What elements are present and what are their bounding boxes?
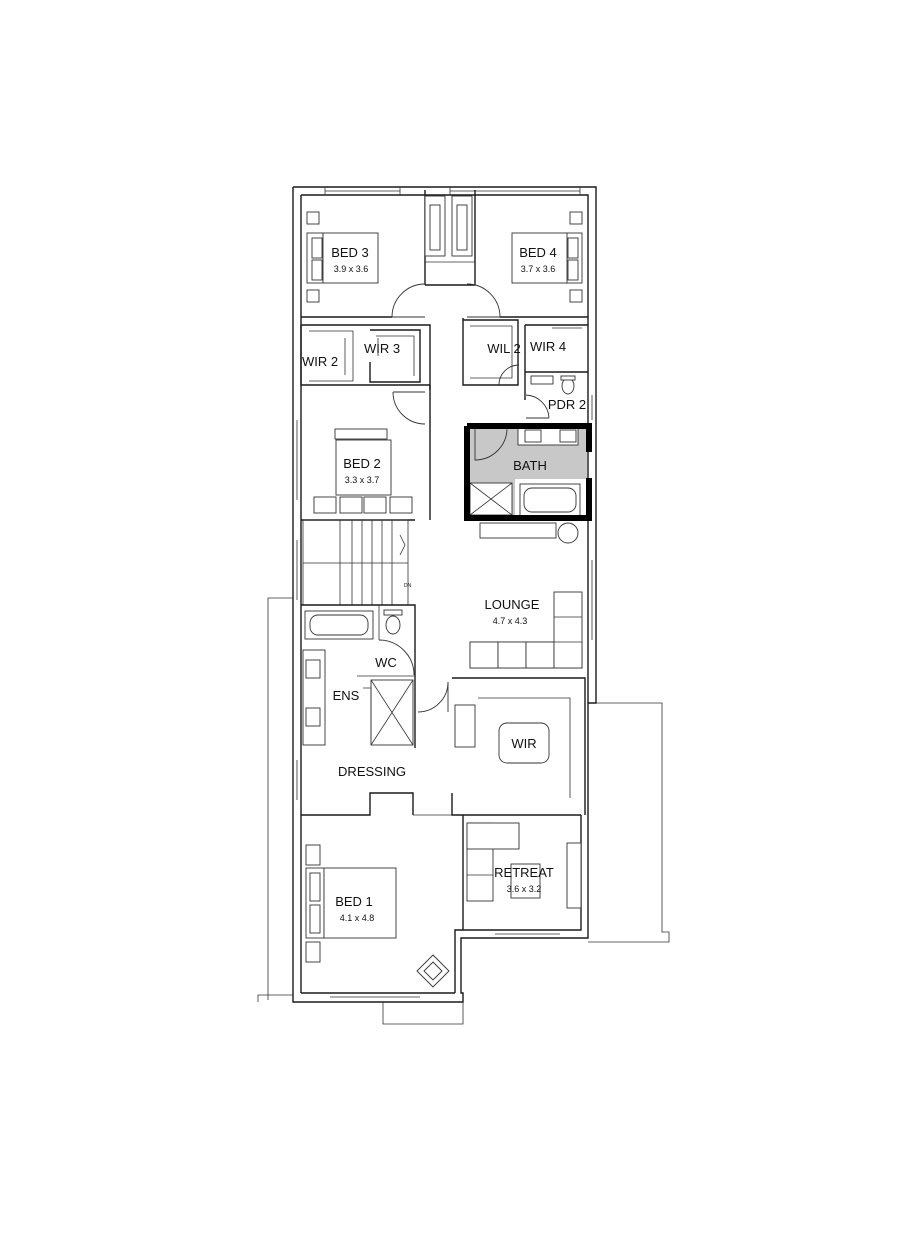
wir4-label: WIR 4: [530, 339, 566, 354]
stair-dn-label: DN: [404, 583, 412, 589]
wir3-label: WIR 3: [364, 341, 400, 356]
bed1-dims: 4.1 x 4.8: [340, 913, 375, 923]
lounge-room: LOUNGE 4.7 x 4.3: [469, 522, 583, 669]
upper-corridor: [391, 261, 501, 318]
bed1-room: BED 1 4.1 x 4.8: [305, 844, 450, 988]
bed4-label: BED 4: [519, 245, 557, 260]
bed3-label: BED 3: [331, 245, 369, 260]
retreat-dims: 3.6 x 3.2: [507, 884, 542, 894]
ens-label: ENS: [333, 688, 360, 703]
wir-label: WIR: [511, 736, 536, 751]
wil2-label: WIL 2: [487, 341, 520, 356]
dressing-area: DRESSING: [301, 764, 452, 816]
bath-label: BATH: [513, 458, 547, 473]
bath-room: BATH: [464, 423, 592, 521]
bed2-room: BED 2 3.3 x 3.7: [301, 385, 431, 521]
lounge-label: LOUNGE: [485, 597, 540, 612]
bed4-dims: 3.7 x 3.6: [521, 264, 556, 274]
wil2-wir4-pdr2: WIL 2 WIR 4 PDR 2: [462, 318, 588, 419]
wir2-wir3: WIR 2 WIR 3: [300, 324, 431, 390]
wc-label: WC: [375, 655, 397, 670]
stair-treads: [351, 520, 393, 605]
dressing-label: DRESSING: [338, 764, 406, 779]
bed2-dims: 3.3 x 3.7: [345, 475, 380, 485]
retreat-room: RETREAT 3.6 x 3.2: [462, 815, 582, 930]
bed3-dims: 3.9 x 3.6: [334, 264, 369, 274]
lounge-dims: 4.7 x 4.3: [493, 616, 528, 626]
bed1-label: BED 1: [335, 894, 373, 909]
master-wir: WIR: [417, 677, 586, 816]
retreat-label: RETREAT: [494, 865, 554, 880]
ensuite-wc: WC ENS: [301, 604, 416, 748]
bed2-label: BED 2: [343, 456, 381, 471]
bed3-room: BED 3 3.9 x 3.6: [301, 190, 446, 318]
wir2-label: WIR 2: [302, 354, 338, 369]
pdr2-label: PDR 2: [548, 397, 586, 412]
bed4-room: BED 4 3.7 x 3.6: [451, 190, 588, 318]
staircase: DN: [302, 519, 412, 606]
